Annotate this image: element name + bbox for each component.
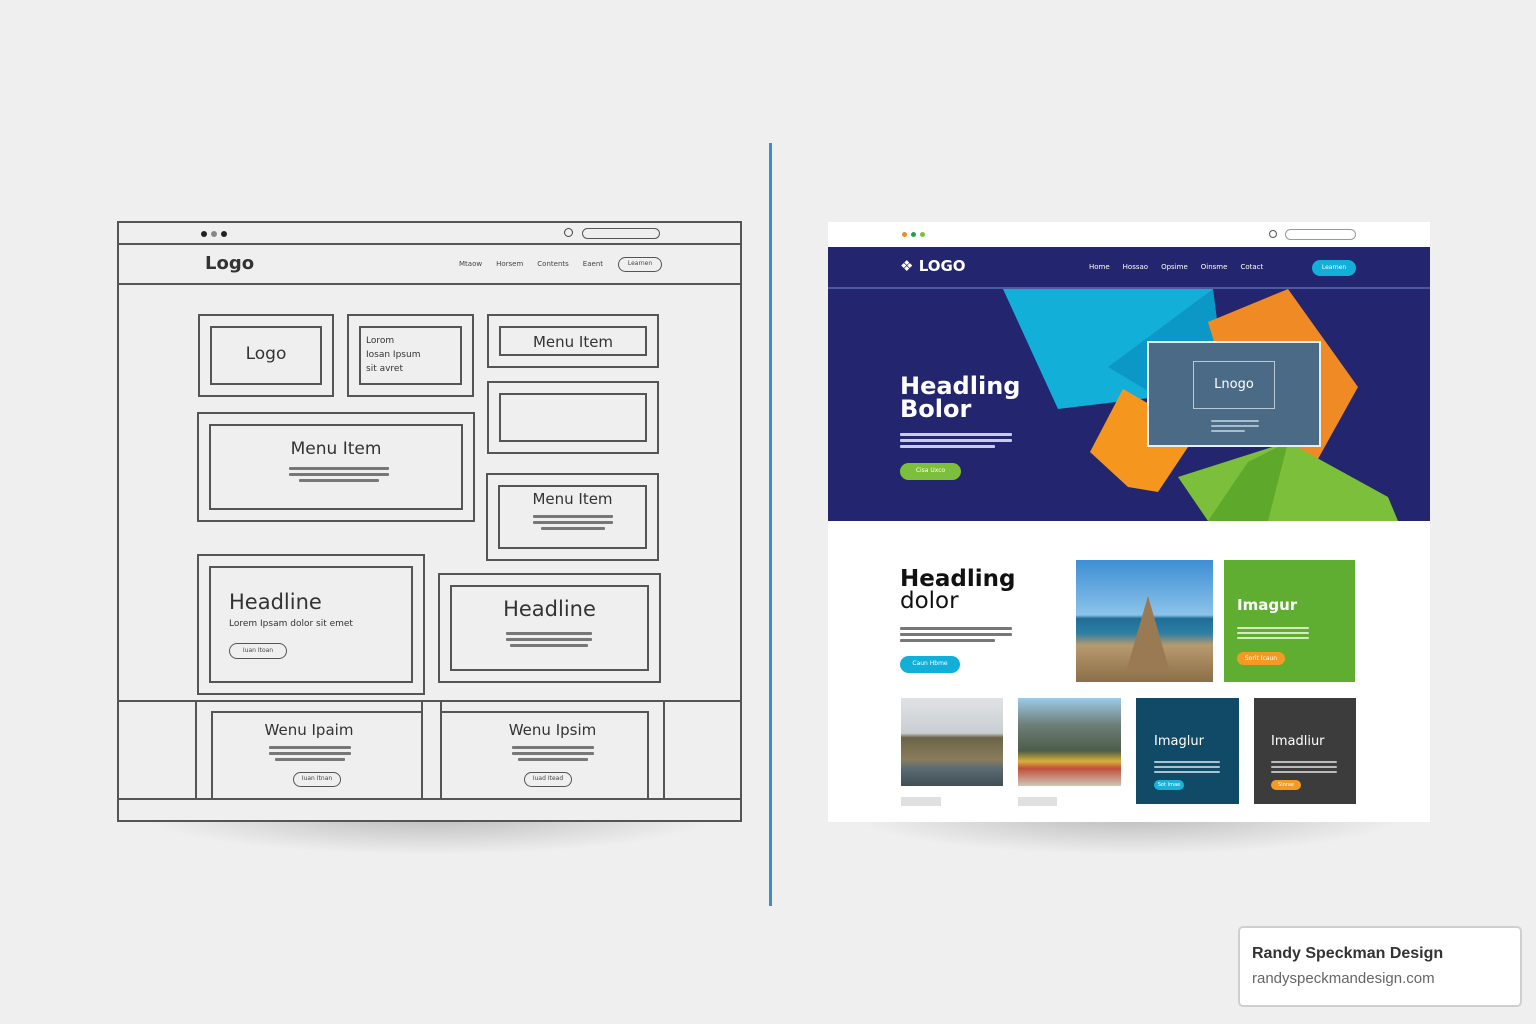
beach-photo xyxy=(1076,560,1213,682)
hero-button[interactable]: Cisa Uxco xyxy=(900,463,961,480)
nav-item[interactable]: Opsime xyxy=(1161,263,1188,271)
headline-box: Headline Lorem Ipsam dolor sit emet Iuan… xyxy=(197,554,425,695)
card-text xyxy=(1271,758,1337,776)
search-icon[interactable] xyxy=(1269,230,1277,238)
card-button[interactable]: Sinrae xyxy=(1271,780,1301,790)
text-line: Lorom xyxy=(366,336,395,346)
card: Wenu Ipaim Iuan Itnan xyxy=(195,700,423,799)
card-imagur: Imagur Sorit Icaun xyxy=(1224,560,1355,682)
rock-tower xyxy=(1126,596,1170,672)
card-title: Wenu Ipaim xyxy=(264,721,354,739)
card-button[interactable]: Sot Irnae xyxy=(1154,780,1184,790)
card-imadliur: Imadliur Sinrae xyxy=(1254,698,1356,804)
mockup-panel: ❖ LOGO Home Hossao Opsime Oinsme Cotact … xyxy=(828,222,1430,822)
caption-placeholder xyxy=(1018,797,1057,806)
hero-title-line: Headling xyxy=(900,372,1021,400)
green-shade xyxy=(1208,442,1288,521)
card: Wenu Ipsim Iuad Itead xyxy=(440,700,665,799)
card-button[interactable]: Iuan Itnan xyxy=(293,772,341,787)
placeholder-text xyxy=(289,464,389,485)
attribution-title: Randy Speckman Design xyxy=(1252,945,1444,962)
divider xyxy=(769,143,772,906)
hero-card-logo: Lnogo xyxy=(1193,361,1275,409)
hero-card-text xyxy=(1211,417,1259,435)
section-text xyxy=(900,624,1012,645)
caption-placeholder xyxy=(901,797,941,806)
nav-item[interactable]: Eaent xyxy=(582,260,603,268)
nav-item[interactable]: Mtaow xyxy=(459,260,483,268)
green-shape xyxy=(1178,442,1398,521)
logo-text: LOGO xyxy=(918,257,966,275)
nav-item[interactable]: Contents xyxy=(537,260,569,268)
menu-item-label: Menu Item xyxy=(532,333,614,351)
attribution-url[interactable]: randyspeckmandesign.com xyxy=(1252,970,1435,987)
section-line xyxy=(119,700,740,702)
logo-box: Logo xyxy=(198,314,334,397)
text-line: Iosan Ipsum xyxy=(366,350,421,360)
window-dots xyxy=(201,231,227,237)
search-input[interactable] xyxy=(582,228,660,239)
castle-photo xyxy=(901,698,1003,786)
window-dots xyxy=(902,232,925,237)
card-title: Imadliur xyxy=(1271,734,1325,749)
text-box: Lorom Iosan Ipsum sit avret xyxy=(347,314,474,397)
placeholder-text xyxy=(512,743,594,764)
section-line xyxy=(119,798,740,800)
card-text xyxy=(1154,758,1220,776)
hero-title-line: Bolor xyxy=(900,395,972,423)
menu-item-label: Menu Item xyxy=(290,439,382,459)
nav-logo[interactable]: Logo xyxy=(205,253,255,274)
nav-menu: Home Hossao Opsime Oinsme Cotact xyxy=(1089,263,1263,271)
nav-menu: Mtaow Horsem Contents Eaent xyxy=(459,260,603,268)
logo-icon: ❖ xyxy=(900,257,914,275)
search-input[interactable] xyxy=(1285,229,1356,240)
card-title: Imaglur xyxy=(1154,734,1204,749)
card-button[interactable]: Iuad Itead xyxy=(524,772,572,787)
card-imaglur: Imaglur Sot Irnae xyxy=(1136,698,1239,804)
nav-button[interactable]: Learnen xyxy=(1312,260,1356,276)
menu-item-box[interactable]: Menu Item xyxy=(197,412,475,522)
browser-bar xyxy=(828,222,1430,247)
card-title: Imagur xyxy=(1237,596,1298,614)
placeholder-text xyxy=(506,629,592,650)
card-text xyxy=(1237,624,1309,642)
text-line: sit avret xyxy=(366,364,403,374)
headline-box: Headline xyxy=(438,573,661,683)
mountain-photo xyxy=(1018,698,1121,786)
text-box-content: Lorom Iosan Ipsum sit avret xyxy=(366,334,420,376)
logo-label: Logo xyxy=(245,344,287,364)
section-button[interactable]: Caun Hbme xyxy=(900,656,960,673)
menu-item-box[interactable]: Menu Item xyxy=(486,473,659,561)
headline-sub: Lorem Ipsam dolor sit emet xyxy=(229,619,353,629)
search-icon[interactable] xyxy=(564,228,573,237)
attribution-box: Randy Speckman Design randyspeckmandesig… xyxy=(1238,926,1522,1007)
nav-item[interactable]: Cotact xyxy=(1240,263,1264,271)
hero-text xyxy=(900,430,1012,451)
nav-button[interactable]: Learnen xyxy=(618,257,662,272)
nav-item[interactable]: Home xyxy=(1089,263,1110,271)
menu-item-label: Menu Item xyxy=(532,490,613,508)
nav-logo[interactable]: ❖ LOGO xyxy=(900,257,966,275)
orange-shape-2 xyxy=(1090,389,1198,492)
menu-item-box[interactable]: Menu Item xyxy=(487,314,659,368)
nav-bar: Logo Mtaow Horsem Contents Eaent Learnen xyxy=(119,245,740,285)
nav-item[interactable]: Horsem xyxy=(496,260,524,268)
hero-card: Lnogo xyxy=(1147,341,1321,447)
headline: Headline xyxy=(229,590,322,614)
headline: Headline xyxy=(503,597,596,621)
headline-button[interactable]: Iuan Itoan xyxy=(229,643,287,659)
section-title-line: dolor xyxy=(900,588,959,614)
hero-title: Headling Bolor xyxy=(900,372,1021,423)
browser-bar xyxy=(119,223,740,245)
nav-item[interactable]: Oinsme xyxy=(1200,263,1228,271)
nav-item[interactable]: Hossao xyxy=(1122,263,1149,271)
card-button[interactable]: Sorit Icaun xyxy=(1237,652,1285,665)
placeholder-text xyxy=(533,512,613,533)
card-title: Wenu Ipsim xyxy=(508,721,597,739)
section-title-line: Headling xyxy=(900,566,1016,592)
empty-box xyxy=(487,381,659,454)
section-title: Headling dolor xyxy=(900,566,1016,614)
hero: ❖ LOGO Home Hossao Opsime Oinsme Cotact … xyxy=(828,247,1430,521)
placeholder-text xyxy=(269,743,351,764)
